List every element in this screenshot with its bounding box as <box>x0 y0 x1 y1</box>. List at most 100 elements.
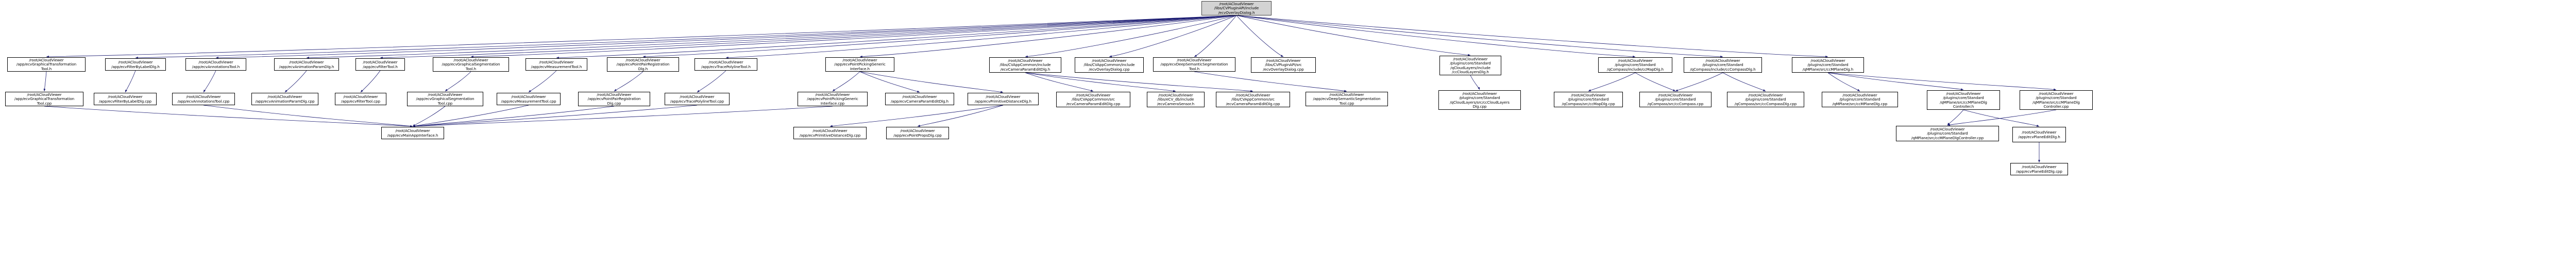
graph-node[interactable]: /root/ACloudViewer/app/ecvPlaneEditDlg.h <box>2012 127 2066 142</box>
graph-edge <box>380 15 1237 59</box>
graph-node-line: /root/ACloudViewer <box>2022 164 2057 170</box>
graph-node-line: /app/ecvCameraParamEditDlg.h <box>890 98 949 104</box>
graph-node[interactable]: /root/ACloudViewer/app/ecvMeasurementToo… <box>526 58 587 71</box>
graph-node-line: /app/ecvFilterByLabelDlg.h <box>111 64 160 69</box>
graph-node[interactable]: /root/ACloudViewer/plugins/core/Standard… <box>1927 90 2000 110</box>
graph-node-line: /plugins/core/Standard <box>1807 62 1849 68</box>
graph-node[interactable]: /root/ACloudViewer/plugins/core/Standard… <box>1684 57 1762 73</box>
graph-node[interactable]: /root/ACloudViewer/app/ecvGraphicalSegme… <box>407 92 483 106</box>
graph-node[interactable]: /root/ACloudViewer/app/ecvMeasurementToo… <box>497 93 561 105</box>
graph-node-line: /root/ACloudViewer <box>1092 58 1127 63</box>
graph-node[interactable]: /root/ACloudViewer/app/ecvTracePolylineT… <box>665 93 730 105</box>
graph-edge <box>46 15 1237 58</box>
graph-node[interactable]: /root/ACloudViewer/libs/CVAppCommon/src/… <box>1056 92 1130 107</box>
graph-node[interactable]: /root/ACloudViewer/plugins/core/Standard… <box>1727 92 1804 107</box>
graph-node-line: /app/ecvGraphicalSegmentation <box>442 62 500 67</box>
graph-edge <box>445 71 471 92</box>
graph-node-line: /qCompass/src/ccCompassDlg.cpp <box>1734 101 1797 106</box>
graph-node-line: /root/ACloudViewer <box>453 57 488 62</box>
graph-node[interactable]: /root/ACloudViewer/plugins/core/Standard… <box>2020 90 2093 110</box>
graph-node-line: /app/ecvPrimitiveDistanceDlg.h <box>974 98 1031 104</box>
graph-node[interactable]: /root/ACloudViewer/app/ecvPlaneEditDlg.c… <box>2010 163 2068 175</box>
graph-node-line: /root/ACloudViewer <box>1158 92 1193 97</box>
graph-node[interactable]: /root/ACloudViewer/app/ecvPointPairRegis… <box>607 57 679 72</box>
graph-node-line: /ecvOverlayDialog.h <box>1218 10 1255 15</box>
graph-node-line: Controller.h <box>1953 104 1974 109</box>
graph-node-line: /app/ecvMeasurementTool.cpp <box>501 98 556 104</box>
graph-node-line: /root/ACloudViewer <box>1076 92 1111 97</box>
graph-node[interactable]: /root/ACloudViewer/plugins/core/Standard… <box>1896 126 1999 141</box>
graph-node[interactable]: /root/ACloudViewer/plugins/core/Standard… <box>1822 92 1898 107</box>
graph-node[interactable]: /root/ACloudViewer/app/ecvAnimationParam… <box>251 93 318 105</box>
graph-node-line: /qMPlane/src/ccMPlaneDlg.h <box>1802 67 1854 72</box>
graph-node[interactable]: /root/ACloudViewer/plugins/core/Standard… <box>1792 57 1864 73</box>
graph-edge <box>284 70 307 93</box>
graph-node-line: /app/ecvFilterByLabelDlg.cpp <box>98 98 152 104</box>
graph-node-line: /plugins/core/Standard <box>1568 97 1609 102</box>
graph-node[interactable]: /root/ACloudViewer/plugins/core/Standard… <box>1598 57 1672 73</box>
graph-node[interactable]: /root/ACloudViewer/app/ecvDeepSemanticSe… <box>1153 57 1235 72</box>
graph-node[interactable]: /root/ACloudViewer/app/ecvFilterTool.cpp <box>335 93 386 105</box>
graph-node[interactable]: /root/ACloudViewer/plugins/core/Standard… <box>1438 90 1521 110</box>
graph-node-line: Dlg.cpp <box>607 101 621 106</box>
graph-node-line: /root/ACloudViewer <box>2039 91 2074 96</box>
graph-node[interactable]: /root/ACloudViewer/app/ecvPointPropsDlg.… <box>886 127 949 139</box>
graph-node[interactable]: /root/ACloudViewer/app/ecvFilterByLabelD… <box>105 58 166 71</box>
graph-node-line: /root/ACloudViewer <box>1748 92 1783 97</box>
graph-node[interactable]: /root/ACloudViewer/app/ecvPointPairRegis… <box>578 92 650 106</box>
graph-node[interactable]: /root/ACloudViewer/app/ecvAnnotationsToo… <box>172 93 235 105</box>
graph-node-line: /root/ACloudViewer <box>1930 126 1965 131</box>
graph-node[interactable]: /root/ACloudViewer/app/ecvMainAppInterfa… <box>381 127 444 139</box>
graph-node-line: /root/ACloudViewer <box>363 60 398 65</box>
graph-node-line: /app/ecvDeepSemanticSegmentation <box>1160 62 1228 67</box>
graph-node-line: /root/ACloudViewer <box>118 60 153 65</box>
graph-node[interactable]: /root/ACloudViewer/app/ecvPointPickingGe… <box>798 92 868 106</box>
graph-node-line: /qCompass/include/ccMapDlg.h <box>1607 67 1664 72</box>
graph-node[interactable]: /root/ACloudViewer/app/ecvAnimationParam… <box>274 58 339 71</box>
graph-node[interactable]: /root/ACloudViewer/app/ecvPrimitiveDista… <box>793 127 867 139</box>
graph-edge <box>859 15 1237 58</box>
graph-node[interactable]: /root/ACloudViewer/app/ecvGraphicalSegme… <box>433 57 509 72</box>
graph-node[interactable]: /root/ACloudViewer/plugins/core/Standard… <box>1639 92 1711 107</box>
graph-node-line: /root/ACloudViewer <box>1946 91 1981 96</box>
graph-edge <box>412 106 446 127</box>
graph-node[interactable]: /root/ACloudViewer/app/ecvFilterByLabelD… <box>94 93 157 105</box>
graph-node-line: /root/ACloudViewer <box>428 92 463 97</box>
graph-node-line: /app/ecvPointPairRegistration <box>616 62 670 67</box>
graph-node[interactable]: /root/ACloudViewer/app/ecvCameraParamEdi… <box>885 93 954 105</box>
graph-node[interactable]: /root/ACloudViewer/libs/CVAppCommon/src/… <box>1216 92 1290 107</box>
graph-edge <box>917 105 1004 127</box>
graph-node[interactable]: /root/ACloudViewer/libs/CVAppCommon/incl… <box>1075 57 1144 73</box>
graph-edge <box>360 70 381 93</box>
graph-node[interactable]: /root/ACloudViewer/libs/CVPluginAPI/src/… <box>1251 57 1316 73</box>
graph-node-line: /app/ecvGraphicalSegmentation <box>416 96 474 102</box>
graph-node-line: /root/ACloudViewer <box>1810 58 1845 63</box>
graph-node[interactable]: /root/ACloudViewer/app/ecvTracePolylineT… <box>694 58 757 71</box>
graph-edge <box>528 70 557 93</box>
graph-edge <box>215 15 1237 59</box>
graph-node[interactable]: /root/ACloudViewer/libs/CVAppCommon/incl… <box>989 57 1061 73</box>
graph-node[interactable]: /root/ACloudViewer/app/ecvGraphicalTrans… <box>7 57 86 72</box>
graph-node-line: /plugins/core/Standard <box>1459 95 1500 101</box>
graph-node-line: /plugins/core/Standard <box>1927 131 1968 136</box>
graph-node[interactable]: /root/ACloudViewer/app/ecvPrimitiveDista… <box>968 93 1039 105</box>
graph-node-root[interactable]: /root/ACloudViewer/libs/CVPluginAPI/incl… <box>1201 1 1272 15</box>
graph-node[interactable]: /root/ACloudViewer/libs/eCV_db/include/e… <box>1147 92 1205 107</box>
graph-node-line: /root/ACloudViewer <box>1705 58 1740 63</box>
graph-node[interactable]: /root/ACloudViewer/plugins/core/Standard… <box>1554 92 1623 107</box>
graph-node[interactable]: /root/ACloudViewer/app/ecvPointPickingGe… <box>825 57 894 72</box>
graph-node-line: /app/ecvAnnotationsTool.cpp <box>177 98 230 104</box>
graph-edge <box>1236 15 1636 58</box>
graph-node[interactable]: /root/ACloudViewer/app/ecvFilterTool.h <box>355 58 405 71</box>
graph-edge <box>1947 109 2057 126</box>
graph-node-line: /root/ACloudViewer <box>539 60 574 65</box>
graph-node[interactable]: /root/ACloudViewer/app/ecvGraphicalTrans… <box>5 92 83 106</box>
graph-node[interactable]: /root/ACloudViewer/plugins/core/Standard… <box>1439 56 1501 75</box>
graph-node-line: /root/ACloudViewer <box>625 57 660 62</box>
graph-edge <box>1827 72 1964 91</box>
graph-node[interactable]: /root/ACloudViewer/app/ecvDeepSemanticSe… <box>1306 92 1388 106</box>
graph-node-line: /root/ACloudViewer <box>812 128 848 134</box>
graph-node-line: /root/ACloudViewer <box>1842 92 1877 97</box>
graph-node[interactable]: /root/ACloudViewer/app/ecvAnnotationsToo… <box>185 58 246 71</box>
